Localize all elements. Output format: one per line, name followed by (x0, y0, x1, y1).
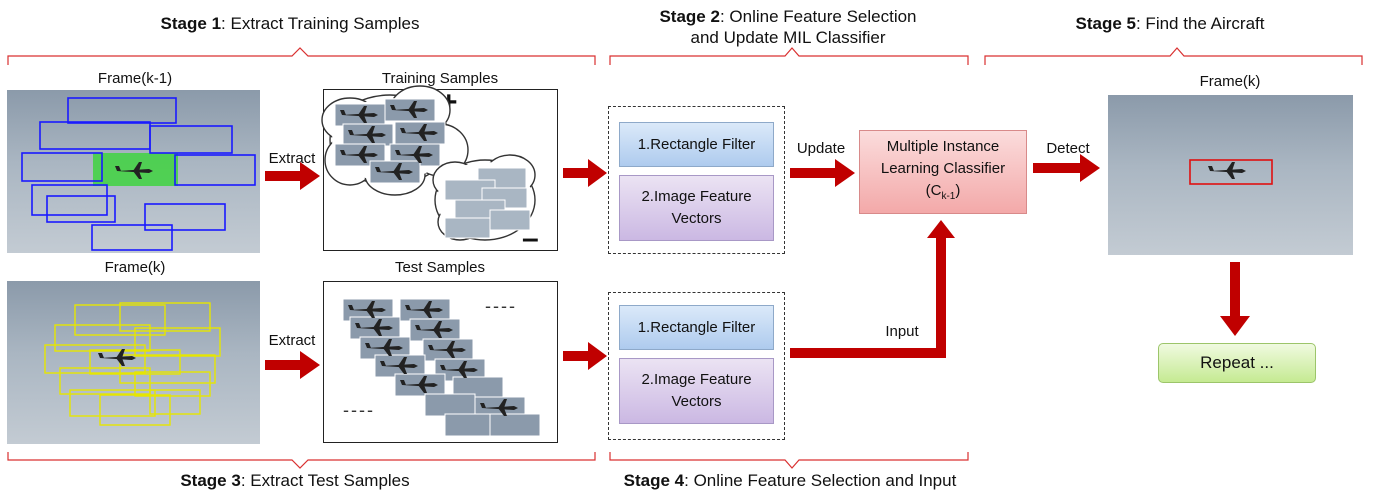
stage-1-title: Stage 1: Extract Training Samples (135, 13, 445, 34)
extract-top-label: Extract (268, 150, 316, 167)
arrow-to-features-top (563, 159, 607, 187)
classifier-line1: Multiple Instance (886, 138, 1000, 155)
mil-classifier-box: Multiple Instance Learning Classifier (C… (859, 130, 1027, 214)
detection-box (1189, 159, 1273, 185)
stage-4-title: Stage 4: Online Feature Selection and In… (590, 470, 990, 491)
stage-3-title: Stage 3: Extract Test Samples (150, 470, 440, 491)
bracket-stage-1 (7, 47, 596, 65)
negative-sample-tiles (444, 167, 531, 239)
arrow-detect (1033, 154, 1100, 182)
repeat-box: Repeat ... (1158, 343, 1316, 383)
stage-2-text-line2: and Update MIL Classifier (690, 28, 886, 47)
test-sample-boxes (44, 302, 221, 426)
feature-group-top (608, 106, 785, 254)
dashes-top: ---- (485, 296, 517, 316)
stage-5-text: : Find the Aircraft (1135, 14, 1265, 33)
stage-brackets (7, 47, 1363, 469)
image-feature-vectors-top-label: 2.Image Feature Vectors (641, 188, 752, 227)
arrow-update (790, 159, 855, 187)
arrow-extract-bottom (265, 351, 320, 379)
stage-3-label: Stage 3 (180, 471, 241, 490)
arrow-to-features-bottom (563, 342, 607, 370)
classifier-line2: Learning Classifier (880, 160, 1006, 177)
arrow-repeat (1220, 262, 1250, 336)
stage-1-label: Stage 1 (160, 14, 222, 33)
rectangle-filter-bottom-label: 1.Rectangle Filter (637, 318, 756, 336)
arrow-extract-top (265, 162, 320, 190)
stage-1-text: : Extract Training Samples (221, 14, 420, 33)
test-samples-label: Test Samples (394, 259, 486, 276)
frame-k-image (7, 281, 260, 444)
flow-arrows (265, 154, 1250, 379)
rectangle-filter-top-label: 1.Rectangle Filter (637, 135, 756, 153)
training-samples-label: Training Samples (381, 70, 499, 87)
stage-2-label: Stage 2 (659, 7, 720, 26)
image-feature-vectors-bottom: 2.Image Feature Vectors (619, 358, 774, 424)
image-feature-vectors-bottom-label: 2.Image Feature Vectors (641, 371, 752, 410)
extract-bottom-label: Extract (268, 332, 316, 349)
test-sample-tiles (342, 298, 541, 437)
frame-k-label: Frame(k) (104, 259, 166, 276)
input-label: Input (885, 323, 919, 340)
repeat-label: Repeat ... (1200, 353, 1274, 372)
feature-group-bottom (608, 292, 785, 440)
stage-5-label: Stage 5 (1075, 14, 1136, 33)
rectangle-filter-top: 1.Rectangle Filter (619, 122, 774, 167)
update-label: Update (796, 140, 846, 157)
arrow-input (790, 220, 955, 358)
frame-prev-label: Frame(k-1) (97, 70, 173, 87)
positive-sample-boxes (21, 97, 256, 251)
rectangle-filter-bottom: 1.Rectangle Filter (619, 305, 774, 350)
stage-4-text: : Online Feature Selection and Input (684, 471, 957, 490)
stage-5-title: Stage 5: Find the Aircraft (1050, 13, 1290, 34)
stage-2-text: : Online Feature Selection (719, 7, 917, 26)
classifier-line3: (Ck-1) (925, 182, 961, 202)
frame-k-right-label: Frame(k) (1199, 73, 1261, 90)
bracket-stage-5 (984, 47, 1363, 65)
bracket-stage-3 (7, 452, 596, 469)
stage-3-text: : Extract Test Samples (240, 471, 410, 490)
stage-2-title: Stage 2: Online Feature Selection and Up… (628, 6, 948, 48)
dashes-bottom: ---- (343, 400, 375, 420)
detect-label: Detect (1046, 140, 1090, 157)
image-feature-vectors-top: 2.Image Feature Vectors (619, 175, 774, 241)
stage-4-label: Stage 4 (623, 471, 685, 490)
bracket-stage-2 (609, 47, 969, 65)
bracket-stage-4 (609, 452, 969, 469)
